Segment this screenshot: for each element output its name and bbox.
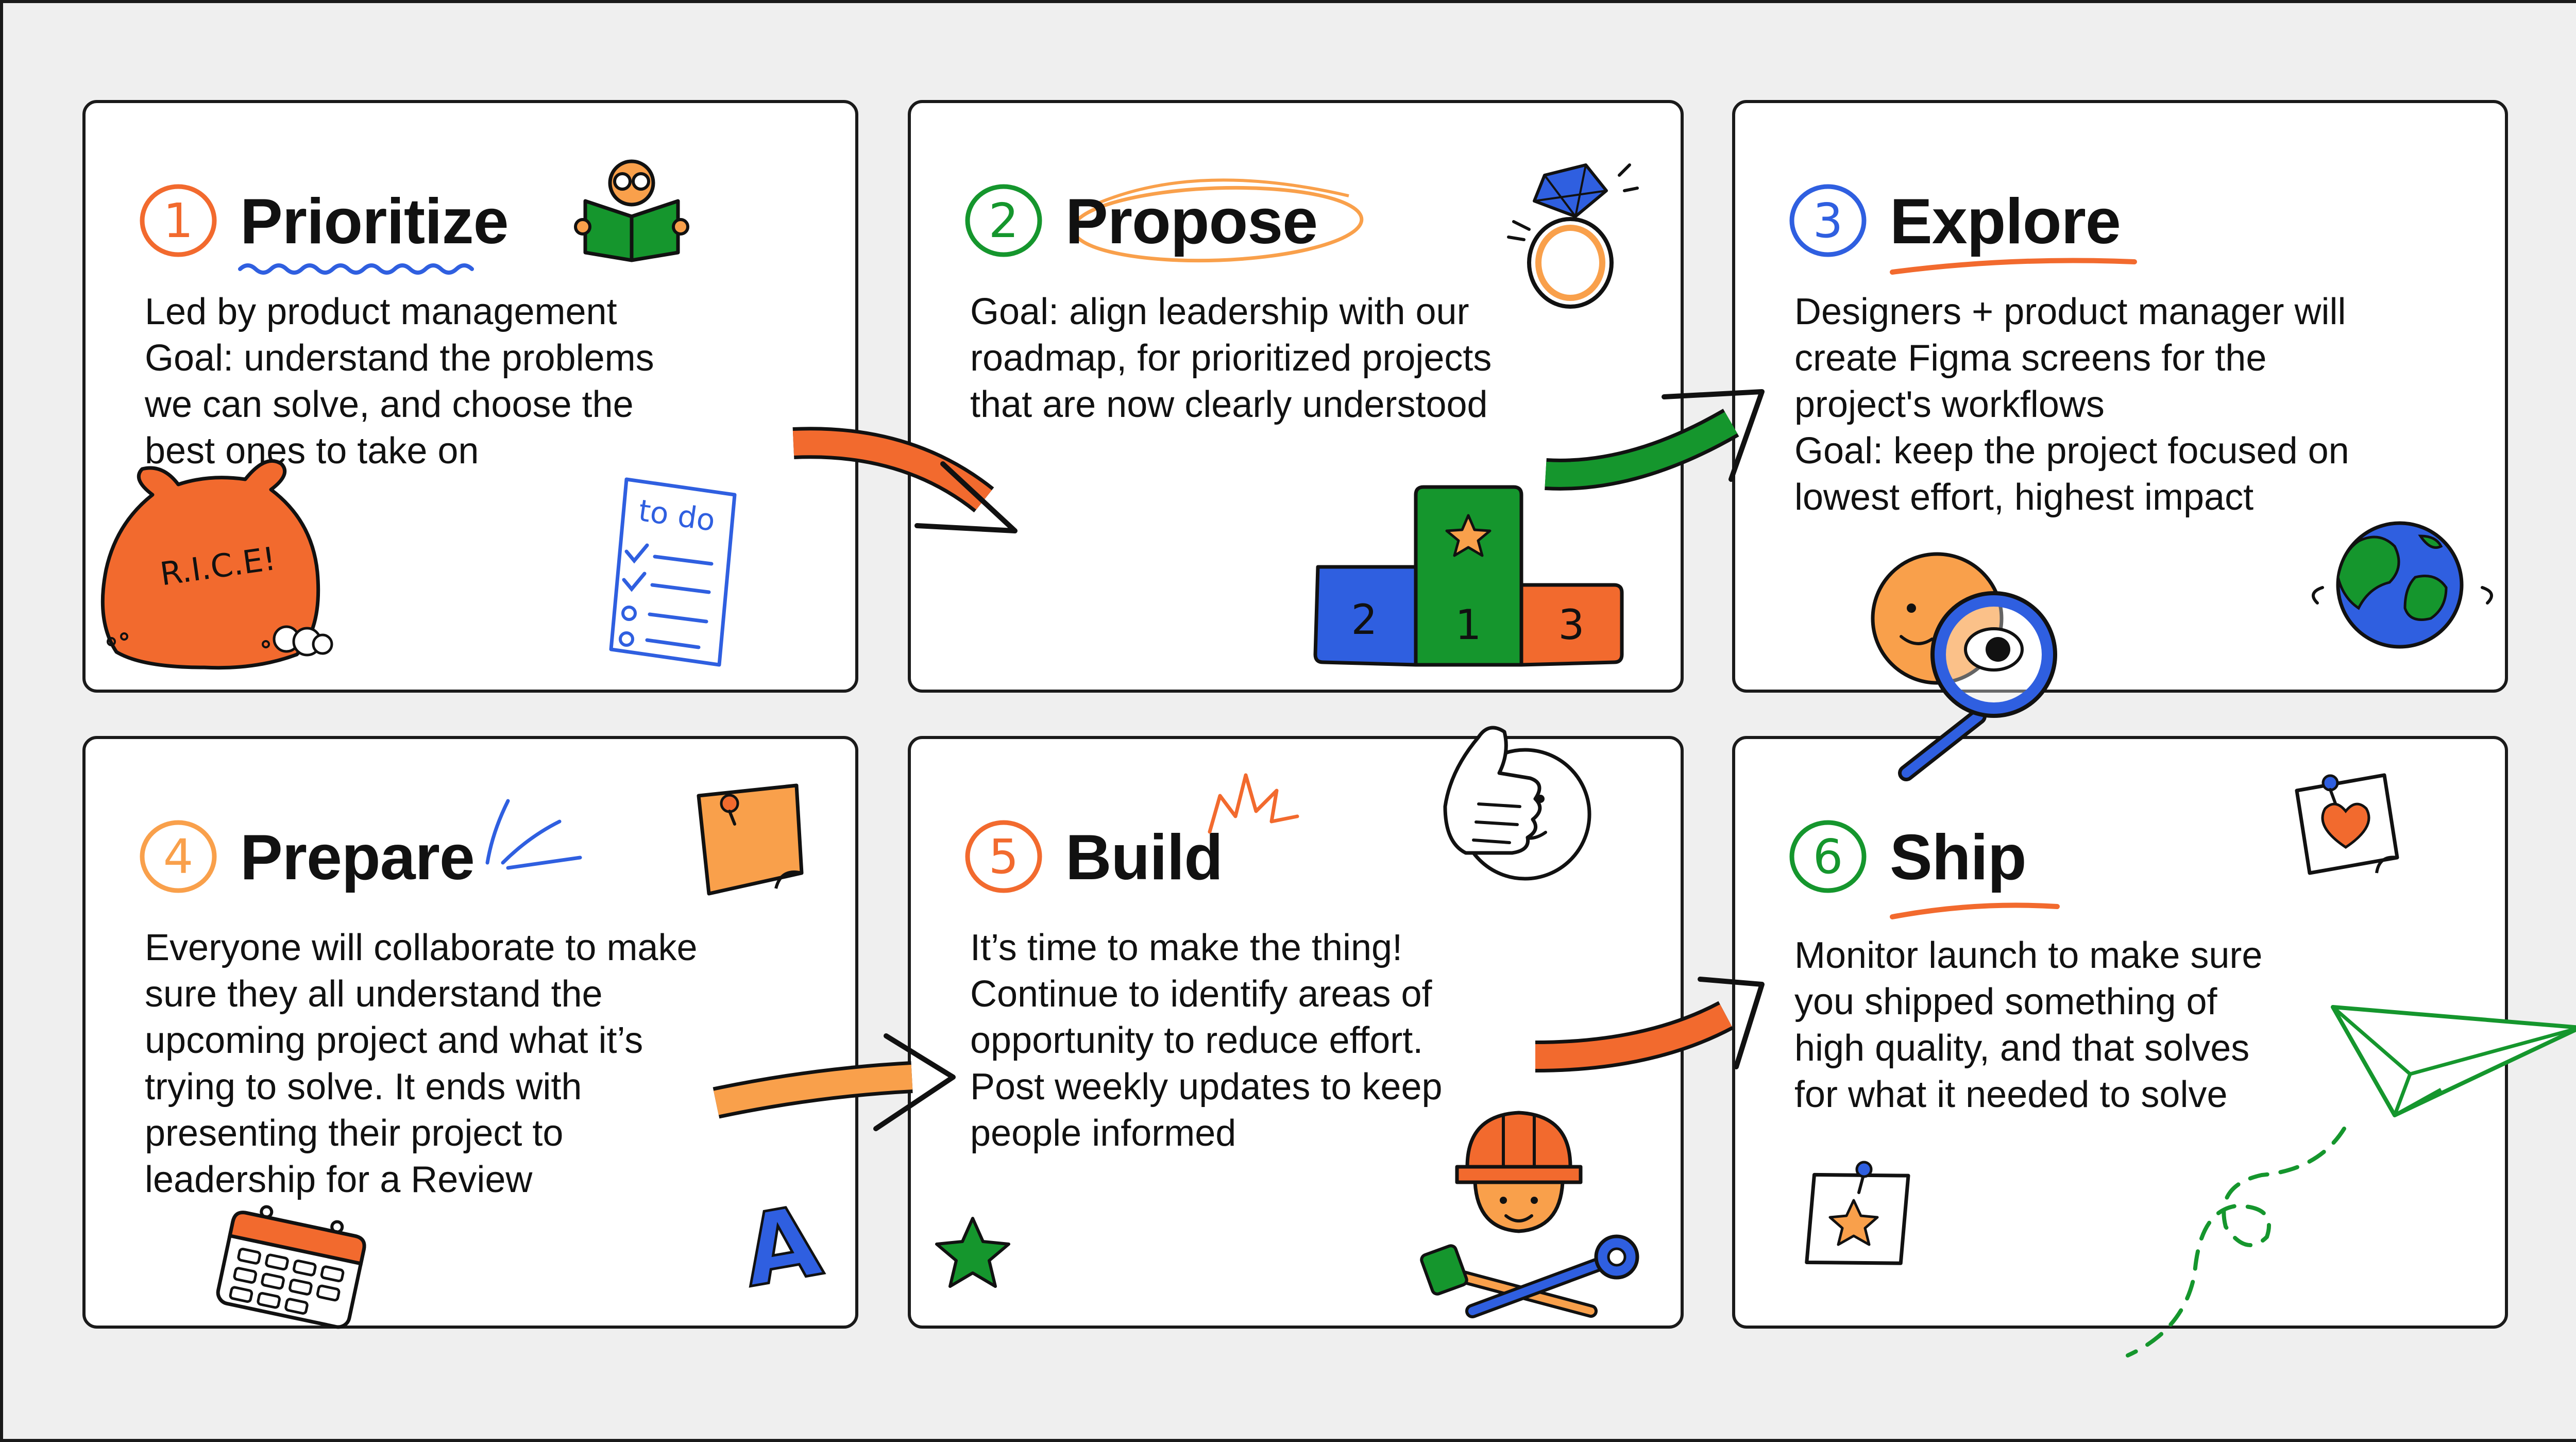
magnifier-face-icon — [1871, 552, 2057, 781]
letter-a: A — [734, 1184, 828, 1309]
paper-plane-icon — [2331, 1005, 2576, 1117]
description-line: trying to solve. It ends with — [145, 1066, 582, 1108]
star-icon — [935, 1217, 1010, 1288]
description-line: opportunity to reduce effort. — [970, 1020, 1423, 1061]
letter-a-icon: A — [733, 1182, 830, 1310]
podium-label: 1 — [1455, 601, 1482, 649]
heart-note-icon — [2295, 773, 2399, 875]
podium-label: 3 — [1558, 601, 1585, 649]
description-line: you shipped something of — [1794, 981, 2217, 1022]
flow-arrow-2-to-3 — [1545, 389, 1765, 491]
step-description: Everyone will collaborate to make sure t… — [145, 925, 698, 1203]
sticky-note-icon — [697, 783, 804, 896]
description-line: Goal: align leadership with our — [970, 291, 1469, 332]
spark-icon — [1208, 773, 1299, 834]
step-number: 5 — [989, 829, 1019, 884]
step-description: Led by product management Goal: understa… — [145, 289, 654, 474]
description-line: sure they all understand the — [145, 974, 603, 1015]
step-card-prioritize: 1 Prioritize Led by product management G… — [82, 100, 858, 693]
step-title: Build — [1065, 822, 1223, 893]
description-line: high quality, and that solves — [1794, 1028, 2250, 1069]
flow-arrow-1-to-2 — [792, 427, 1018, 533]
diamond-ring-icon — [1507, 163, 1639, 309]
underline-stroke — [1890, 902, 2060, 919]
step-card-explore: 3 Explore Designers + product manager wi… — [1732, 100, 2508, 693]
description-line: Goal: keep the project focused on — [1794, 430, 2349, 472]
step-description: Monitor launch to make sure you shipped … — [1794, 932, 2262, 1118]
step-title: Ship — [1890, 822, 2027, 893]
description-line: Continue to identify areas of — [970, 974, 1432, 1015]
description-line: that are now clearly understood — [970, 384, 1488, 425]
description-line: we can solve, and choose the — [145, 384, 634, 425]
description-line: Goal: understand the problems — [145, 338, 654, 379]
description-line: presenting their project to — [145, 1113, 564, 1154]
step-number-badge: 2 — [962, 180, 1055, 263]
step-card-propose: 2 Propose Goal: align leadership with ou… — [908, 100, 1684, 693]
description-line: for what it needed to solve — [1794, 1074, 2228, 1115]
description-line: project's workflows — [1794, 384, 2105, 425]
description-line: lowest effort, highest impact — [1794, 477, 2254, 518]
scribble-circle — [1071, 178, 1364, 263]
podium-icon: 2 1 3 — [1313, 485, 1624, 667]
calendar-icon — [216, 1205, 366, 1329]
step-number: 2 — [989, 193, 1019, 248]
step-title: Propose — [1065, 186, 1318, 257]
description-line: leadership for a Review — [145, 1159, 533, 1200]
description-line: create Figma screens for the — [1794, 338, 2267, 379]
plane-trail-dashes — [2126, 1127, 2346, 1357]
description-line: upcoming project and what it’s — [145, 1020, 643, 1061]
globe-icon — [2312, 521, 2493, 649]
step-number: 6 — [1813, 829, 1843, 884]
step-number-badge: 4 — [137, 816, 230, 899]
description-line: Everyone will collaborate to make — [145, 927, 698, 968]
step-number: 3 — [1813, 193, 1843, 248]
podium-label: 2 — [1351, 596, 1378, 644]
thumbs-up-icon — [1443, 726, 1591, 881]
step-description: Goal: align leadership with our roadmap,… — [970, 289, 1492, 428]
rice-bag-icon: R.I.C.E! — [100, 459, 333, 670]
description-line: Post weekly updates to keep — [970, 1066, 1443, 1108]
step-description: Designers + product manager will create … — [1794, 289, 2349, 521]
star-note-icon — [1805, 1161, 1910, 1265]
step-number: 4 — [163, 829, 194, 884]
description-line: Designers + product manager will — [1794, 291, 2346, 332]
step-card-ship: 6 Ship Monitor launch to make sure you s… — [1732, 736, 2576, 1329]
description-line: It’s time to make the thing! — [970, 927, 1403, 968]
step-description: It’s time to make the thing! Continue to… — [970, 925, 1443, 1156]
step-number-badge: 6 — [1787, 816, 1879, 899]
step-number-badge: 3 — [1787, 180, 1879, 263]
flow-arrow-5-to-6 — [1535, 977, 1765, 1072]
flow-arrow-4-to-5 — [713, 1033, 956, 1131]
step-number-badge: 1 — [137, 180, 230, 263]
description-line: people informed — [970, 1113, 1236, 1154]
step-card-prepare: 4 Prepare Everyone will collaborate to m… — [82, 736, 858, 1329]
description-line: Monitor launch to make sure — [1794, 935, 2263, 976]
emphasis-strokes — [485, 799, 582, 870]
step-title: Prioritize — [240, 186, 509, 257]
underline-stroke — [1890, 258, 2137, 275]
step-number-badge: 5 — [962, 816, 1055, 899]
squiggle-underline — [238, 263, 474, 275]
description-line: roadmap, for prioritized projects — [970, 338, 1492, 379]
step-title: Prepare — [240, 822, 475, 893]
reading-book-icon — [574, 159, 689, 262]
step-title: Explore — [1890, 186, 2121, 257]
description-line: best ones to take on — [145, 430, 479, 472]
step-number: 1 — [163, 193, 194, 248]
todo-list-icon: to do — [609, 477, 737, 667]
description-line: Led by product management — [145, 291, 617, 332]
construction-worker-icon — [1420, 1111, 1639, 1318]
